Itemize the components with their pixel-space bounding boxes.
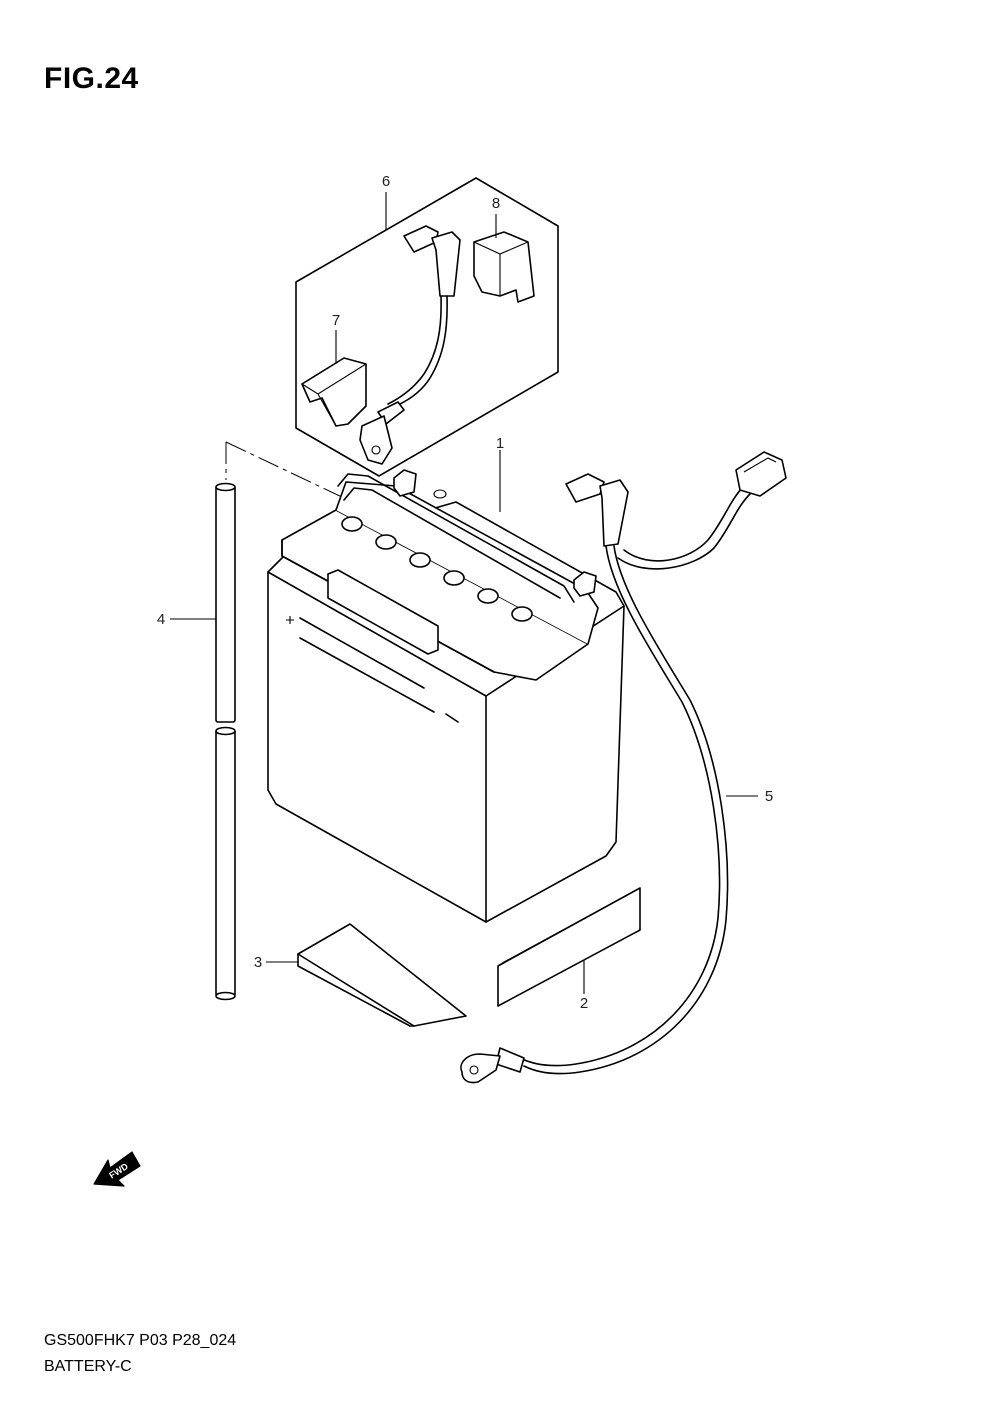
terminal-cover-part-7 bbox=[301, 357, 367, 427]
battery-part-1 bbox=[267, 469, 625, 923]
terminal-cover-part-8 bbox=[473, 231, 535, 303]
footer-diagram-name: BATTERY-C bbox=[44, 1358, 132, 1375]
callout-5: 5 bbox=[765, 788, 773, 805]
callout-1: 1 bbox=[496, 435, 504, 452]
reference-line-diagonal bbox=[225, 441, 345, 499]
connector-branch bbox=[617, 451, 787, 570]
leader-lines bbox=[170, 192, 758, 994]
figure-title: FIG.24 bbox=[44, 62, 139, 95]
battery-lead-part-6 bbox=[359, 225, 461, 465]
callout-2: 2 bbox=[580, 995, 588, 1012]
kit-box-part-6 bbox=[295, 177, 559, 477]
negative-lead-part-5 bbox=[460, 473, 729, 1084]
forward-arrow-icon: FWD bbox=[93, 1151, 141, 1187]
sheet-part-3 bbox=[297, 923, 467, 1027]
callout-7: 7 bbox=[332, 312, 340, 329]
callout-3: 3 bbox=[254, 954, 262, 971]
callout-8: 8 bbox=[492, 195, 500, 212]
callout-4: 4 bbox=[157, 611, 165, 628]
callout-numbers: 1 2 3 4 5 6 7 8 bbox=[157, 173, 773, 1012]
footer-diagram-code: GS500FHK7 P03 P28_024 bbox=[44, 1332, 237, 1349]
pad-part-2 bbox=[497, 887, 641, 1007]
callout-6: 6 bbox=[382, 173, 390, 190]
vent-tube-part-4 bbox=[215, 482, 236, 1001]
